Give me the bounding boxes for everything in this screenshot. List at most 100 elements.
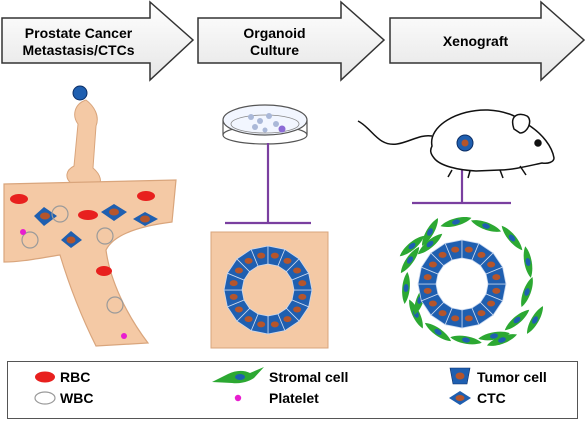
tumor-cell-nucleus bbox=[293, 306, 302, 313]
step-label-metastasis: Prostate Cancer Metastasis/CTCs bbox=[6, 25, 151, 59]
tumor-cell-nucleus bbox=[464, 246, 473, 253]
ctc-cell bbox=[133, 212, 158, 226]
tumor-cell-nucleus bbox=[270, 321, 279, 328]
step-2-line1: Organoid bbox=[243, 25, 306, 41]
legend-stromal-icon bbox=[212, 367, 264, 384]
ctc-cell bbox=[101, 204, 127, 221]
step-arrow-organoid bbox=[197, 0, 386, 82]
tumor-cell-nucleus bbox=[234, 306, 243, 313]
stromal-cell bbox=[417, 233, 443, 255]
legend-platelet-icon bbox=[234, 394, 242, 402]
tumor-cell-nucleus bbox=[464, 315, 473, 322]
step-label-organoid: Organoid Culture bbox=[212, 25, 337, 59]
step-arrow-metastasis bbox=[1, 0, 195, 82]
legend-symbols bbox=[34, 367, 471, 405]
tumor-cell-nucleus bbox=[257, 252, 266, 259]
tumor-cell-nucleus bbox=[234, 267, 243, 274]
bone-metastasis-cell bbox=[72, 85, 88, 101]
ctc-cell bbox=[61, 231, 82, 248]
stromal-cell bbox=[478, 331, 510, 341]
tumor-cell-nucleus bbox=[492, 274, 501, 281]
wbc-cell bbox=[21, 231, 39, 249]
organoid-dot bbox=[257, 118, 263, 124]
organoid-dot bbox=[262, 127, 268, 133]
tumor-cell-nucleus bbox=[438, 310, 447, 317]
legend-wbc-icon bbox=[34, 391, 56, 405]
stromal-cell bbox=[402, 272, 410, 304]
step-2-line2: Culture bbox=[250, 42, 299, 58]
legend-stromal-label: Stromal cell bbox=[269, 369, 349, 385]
legend-tumor-cell-icon bbox=[449, 367, 471, 385]
rbc-cell bbox=[78, 210, 98, 220]
mouse-illustration bbox=[357, 109, 555, 179]
legend-ctc-icon bbox=[449, 391, 471, 405]
stromal-cell bbox=[440, 217, 472, 227]
tumor-cell-nucleus bbox=[451, 315, 460, 322]
rbc-cell bbox=[96, 266, 112, 276]
stromal-cell bbox=[526, 306, 544, 334]
step-1-line1: Prostate Cancer bbox=[24, 25, 133, 41]
platelet bbox=[121, 333, 127, 339]
tumor-cell-nucleus bbox=[487, 261, 496, 268]
platelet bbox=[20, 229, 26, 235]
legend-wbc-label: WBC bbox=[60, 390, 94, 406]
tumor-cell-nucleus bbox=[244, 257, 253, 264]
stromal-cell bbox=[421, 218, 439, 246]
tumor-cell-nucleus bbox=[293, 267, 302, 274]
stromal-cell bbox=[523, 246, 533, 278]
legend-platelet-label: Platelet bbox=[269, 390, 319, 406]
tumor-cell-nucleus bbox=[451, 246, 460, 253]
tumor-cell-nucleus bbox=[229, 280, 238, 287]
stromal-cell bbox=[400, 246, 420, 274]
tumor-cell-nucleus bbox=[229, 293, 238, 300]
ctc-cell bbox=[34, 207, 57, 226]
tumor-cell-nucleus bbox=[283, 257, 292, 264]
legend-ctc-label: CTC bbox=[477, 390, 506, 406]
stromal-cell bbox=[470, 220, 502, 232]
tumor-cell-nucleus bbox=[423, 274, 432, 281]
organoid-dot bbox=[273, 121, 279, 127]
organoid-dot bbox=[252, 124, 258, 130]
rbc-cell bbox=[10, 194, 28, 204]
stromal-cell bbox=[424, 322, 452, 342]
legend-rbc-icon bbox=[35, 371, 55, 383]
tumor-cell-nucleus bbox=[438, 251, 447, 258]
tumor-cell-nucleus bbox=[477, 251, 486, 258]
stromal-cell bbox=[501, 225, 523, 251]
tumor-cell-nucleus bbox=[492, 287, 501, 294]
xenograft-ring bbox=[417, 239, 507, 329]
step-1-line2: Metastasis/CTCs bbox=[22, 42, 135, 58]
stromal-cell bbox=[486, 334, 518, 346]
tumor-cell-nucleus bbox=[298, 280, 307, 287]
tumor-cell-nucleus bbox=[477, 310, 486, 317]
petri-dish-illustration bbox=[222, 104, 308, 145]
tumor-cell-nucleus bbox=[283, 316, 292, 323]
step-3-line1: Xenograft bbox=[442, 33, 509, 49]
blood-vessel bbox=[3, 179, 177, 347]
tumor-cell-nucleus bbox=[487, 300, 496, 307]
legend-rbc-label: RBC bbox=[60, 369, 91, 385]
organoid-dot bbox=[278, 125, 286, 133]
step-arrow-xenograft bbox=[389, 0, 586, 82]
tumor-cell-nucleus bbox=[423, 287, 432, 294]
wbc-cell bbox=[51, 205, 69, 223]
organoid-dot bbox=[266, 113, 272, 119]
stromal-cell bbox=[521, 276, 533, 308]
stromal-cell bbox=[450, 335, 482, 345]
wbc-cell bbox=[106, 296, 124, 314]
tumor-cell-nucleus bbox=[257, 321, 266, 328]
wbc-cell bbox=[96, 227, 114, 245]
tumor-cell-nucleus bbox=[428, 300, 437, 307]
tumor-cell-nucleus bbox=[298, 293, 307, 300]
organoid-dot bbox=[248, 114, 254, 120]
tumor-cell-nucleus bbox=[244, 316, 253, 323]
rbc-cell bbox=[137, 191, 155, 201]
vessel-cells bbox=[10, 191, 158, 339]
legend bbox=[7, 361, 578, 419]
legend-tumor-label: Tumor cell bbox=[477, 369, 547, 385]
bone-illustration bbox=[66, 85, 101, 193]
step-label-xenograft: Xenograft bbox=[408, 33, 543, 50]
organoid-ring bbox=[223, 245, 313, 335]
